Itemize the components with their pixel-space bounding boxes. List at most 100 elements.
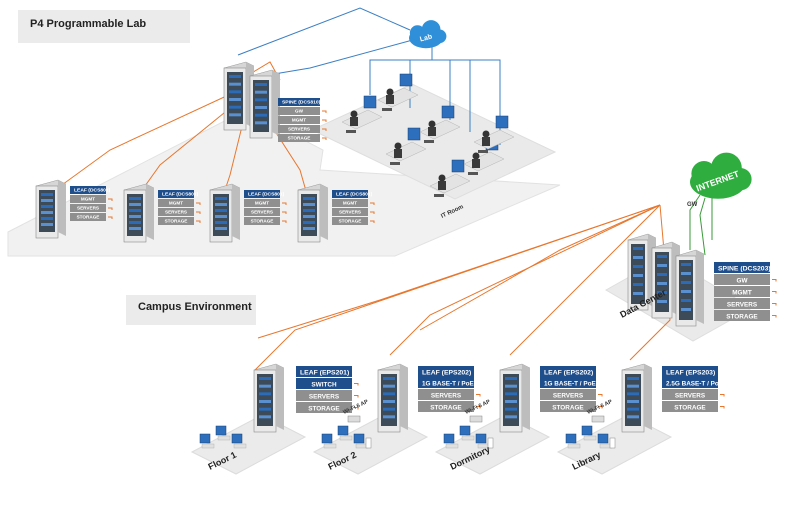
chair: [468, 172, 478, 175]
campus-rack-2: [377, 363, 409, 433]
panel-row-bg: [540, 389, 596, 400]
rack-unit: [633, 256, 643, 259]
panel-bracket: [354, 395, 359, 398]
keyboard-icon: [217, 435, 231, 441]
rack-unit: [41, 205, 53, 208]
person-head: [386, 88, 394, 96]
rack-unit: [259, 392, 271, 396]
person-body: [394, 149, 402, 158]
panel-row-label: MGMT: [343, 201, 357, 206]
panel-bracket: [720, 394, 725, 397]
person-head: [472, 152, 480, 160]
rack-unit: [303, 203, 315, 206]
campus-leaf-panel-3: LEAF (EPS202)1G BASE-T / PoESERVERSSTORA…: [540, 366, 603, 412]
panel-bracket: [772, 279, 777, 282]
panel-row-label: STORAGE: [308, 406, 339, 413]
panel-bracket: [196, 220, 201, 223]
rack-unit: [681, 299, 691, 302]
orange-link: [257, 204, 661, 339]
dc-rack-3: [675, 249, 705, 327]
rack-unit: [129, 215, 141, 218]
campus-rack-1: [253, 363, 285, 433]
rack-face: [58, 180, 66, 236]
lab-cloud-icon: Lab: [409, 20, 447, 49]
rack-unit: [383, 392, 395, 396]
rack-unit: [129, 227, 141, 230]
panel-bracket: [370, 220, 375, 223]
campus-floor-1: [190, 414, 307, 475]
rack-unit: [41, 217, 53, 220]
panel-row-bg: [278, 125, 320, 133]
orange-link: [629, 204, 671, 361]
orange-link: [54, 91, 236, 191]
monitor-icon: [215, 425, 227, 436]
rack-unit: [383, 384, 395, 388]
rack-unit: [383, 377, 395, 380]
panel-title-bg: [418, 366, 474, 388]
rack-face: [696, 250, 704, 324]
green-link: [689, 194, 701, 250]
campus-title-box: [126, 295, 256, 325]
rack-unit: [41, 211, 53, 214]
monitor-icon: [199, 433, 211, 444]
person-head: [350, 110, 358, 118]
rack-face: [276, 364, 284, 430]
cloud-part: [409, 25, 426, 41]
monitor-icon: [565, 433, 577, 444]
panel-bracket: [598, 394, 603, 397]
panel-bracket: [108, 207, 113, 210]
lab-leaf-rack-2: [123, 183, 155, 243]
rack-face: [644, 364, 652, 430]
panel-row-bg: [70, 213, 106, 221]
workstation-icon: [385, 127, 427, 165]
cloud-part: [729, 168, 752, 191]
monitor: [399, 73, 413, 87]
panel-bracket: [282, 220, 287, 223]
monitor-icon: [475, 433, 487, 444]
rack-unit: [259, 407, 271, 411]
rack-unit: [681, 290, 691, 293]
workstation-icon: [377, 73, 419, 111]
panel-title: LEAF (EPS202): [544, 370, 593, 377]
rack-unit: [229, 105, 241, 109]
workstation-icon: [429, 159, 471, 197]
campus-leaf-panel-2: LEAF (EPS202)1G BASE-T / PoESERVERSSTORA…: [418, 366, 481, 412]
p4-lab-title: P4 Programmable Lab: [30, 18, 147, 30]
person-head: [394, 142, 402, 150]
person-head: [438, 174, 446, 182]
panel-bracket: [322, 128, 327, 131]
rack-unit: [627, 384, 639, 388]
panel-title: LEAF (DCS801): [74, 188, 111, 194]
rack-unit: [505, 377, 517, 380]
rack-unit: [255, 90, 267, 94]
blue-link: [237, 7, 411, 56]
panel-row-bg: [278, 134, 320, 142]
wifi-ap-icon: [591, 415, 605, 423]
phone-icon: [365, 437, 372, 449]
panel-row-label: STORAGE: [726, 314, 757, 321]
panel-bracket: [282, 202, 287, 205]
rack-unit: [229, 90, 241, 94]
panel-title-bg: [296, 366, 352, 377]
rack-face: [232, 184, 240, 240]
rack-unit: [259, 377, 271, 380]
rack-unit: [215, 209, 227, 212]
panel-row-label: MGMT: [732, 290, 752, 297]
panel-row-bg: [70, 204, 106, 212]
rack-unit: [255, 121, 267, 125]
panel-row-label: MGMT: [81, 197, 95, 202]
person-body: [428, 127, 436, 136]
rack-unit: [303, 197, 315, 200]
rack-unit: [505, 384, 517, 388]
keyboard-icon: [583, 435, 597, 441]
rack-unit: [505, 400, 517, 403]
cloud-label: Lab: [419, 33, 433, 43]
panel-row-label: MGMT: [292, 118, 306, 123]
panel-row-label: SERVERS: [553, 393, 583, 400]
rack-unit: [633, 292, 643, 295]
keyboard-icon: [323, 443, 337, 449]
panel-row-label: SWITCH: [311, 382, 337, 389]
person-body: [350, 117, 358, 126]
